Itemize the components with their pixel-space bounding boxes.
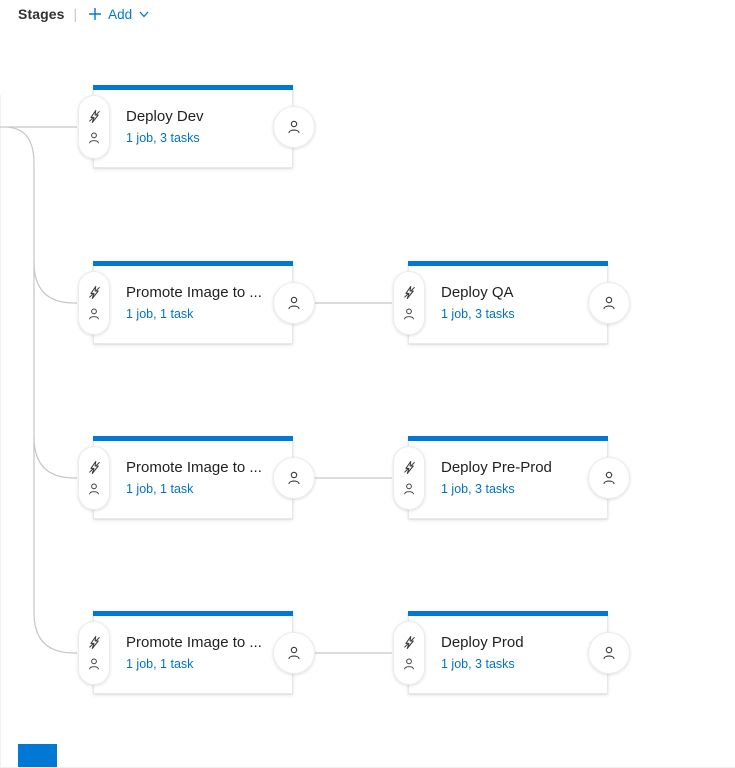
stage-jobs-link[interactable]: 1 job, 3 tasks: [126, 131, 200, 145]
lightning-bolt-icon: [402, 635, 417, 650]
stage-jobs-link[interactable]: 1 job, 1 task: [126, 307, 194, 321]
add-button-label: Add: [108, 6, 133, 22]
stage-card-deploy-qa[interactable]: Deploy QA 1 job, 3 tasks: [393, 261, 630, 344]
lightning-bolt-icon: [87, 635, 102, 650]
person-icon: [286, 645, 302, 661]
post-deployment-conditions-badge[interactable]: [273, 106, 315, 148]
stage-jobs-link[interactable]: 1 job, 3 tasks: [441, 307, 515, 321]
stage-card-promote-image-prod[interactable]: Promote Image to ... 1 job, 1 task: [78, 611, 315, 694]
stage-name: Promote Image to ...: [126, 284, 262, 301]
person-icon: [402, 482, 416, 496]
stage-name: Deploy QA: [441, 284, 514, 301]
person-icon: [87, 307, 101, 321]
person-icon: [601, 645, 617, 661]
stages-header: Stages | Add: [18, 4, 152, 24]
clipped-blue-element: [18, 744, 57, 767]
stage-card-deploy-prod[interactable]: Deploy Prod 1 job, 3 tasks: [393, 611, 630, 694]
person-icon: [87, 482, 101, 496]
person-icon: [87, 657, 101, 671]
pre-deployment-conditions-badge[interactable]: [78, 446, 110, 510]
chevron-down-icon: [138, 8, 150, 20]
stage-name: Deploy Pre-Prod: [441, 459, 552, 476]
post-deployment-conditions-badge[interactable]: [588, 457, 630, 499]
stage-card-promote-image-preprod[interactable]: Promote Image to ... 1 job, 1 task: [78, 436, 315, 519]
person-icon: [601, 295, 617, 311]
pre-deployment-conditions-badge[interactable]: [78, 271, 110, 335]
stage-card-promote-image-qa[interactable]: Promote Image to ... 1 job, 1 task: [78, 261, 315, 344]
pre-deployment-conditions-badge[interactable]: [393, 621, 425, 685]
stage-name: Deploy Prod: [441, 634, 524, 651]
pre-deployment-conditions-badge[interactable]: [78, 621, 110, 685]
lightning-bolt-icon: [87, 460, 102, 475]
lightning-bolt-icon: [87, 285, 102, 300]
person-icon: [286, 470, 302, 486]
add-stage-button[interactable]: Add: [86, 5, 152, 24]
lightning-bolt-icon: [402, 285, 417, 300]
page-title: Stages: [18, 6, 65, 22]
post-deployment-conditions-badge[interactable]: [273, 632, 315, 674]
post-deployment-conditions-badge[interactable]: [273, 457, 315, 499]
header-separator: |: [73, 6, 78, 22]
plus-icon: [88, 7, 102, 21]
lightning-bolt-icon: [402, 460, 417, 475]
person-icon: [402, 307, 416, 321]
stage-card-deploy-dev[interactable]: Deploy Dev 1 job, 3 tasks: [78, 85, 315, 168]
stage-jobs-link[interactable]: 1 job, 1 task: [126, 657, 194, 671]
stage-jobs-link[interactable]: 1 job, 3 tasks: [441, 657, 515, 671]
stage-accent-bar: [93, 436, 293, 441]
person-icon: [286, 295, 302, 311]
post-deployment-conditions-badge[interactable]: [588, 632, 630, 674]
stage-accent-bar: [93, 261, 293, 266]
stage-name: Deploy Dev: [126, 108, 204, 125]
stage-name: Promote Image to ...: [126, 634, 262, 651]
stage-name: Promote Image to ...: [126, 459, 262, 476]
pre-deployment-conditions-badge[interactable]: [78, 95, 110, 159]
person-icon: [601, 470, 617, 486]
stage-accent-bar: [408, 261, 608, 266]
post-deployment-conditions-badge[interactable]: [273, 282, 315, 324]
stage-accent-bar: [93, 85, 293, 90]
person-icon: [402, 657, 416, 671]
stage-card-deploy-preprod[interactable]: Deploy Pre-Prod 1 job, 3 tasks: [393, 436, 630, 519]
stage-accent-bar: [408, 436, 608, 441]
person-icon: [87, 131, 101, 145]
pre-deployment-conditions-badge[interactable]: [393, 446, 425, 510]
post-deployment-conditions-badge[interactable]: [588, 282, 630, 324]
stage-jobs-link[interactable]: 1 job, 1 task: [126, 482, 194, 496]
stage-accent-bar: [408, 611, 608, 616]
person-icon: [286, 119, 302, 135]
pre-deployment-conditions-badge[interactable]: [393, 271, 425, 335]
stage-jobs-link[interactable]: 1 job, 3 tasks: [441, 482, 515, 496]
stage-accent-bar: [93, 611, 293, 616]
lightning-bolt-icon: [87, 109, 102, 124]
